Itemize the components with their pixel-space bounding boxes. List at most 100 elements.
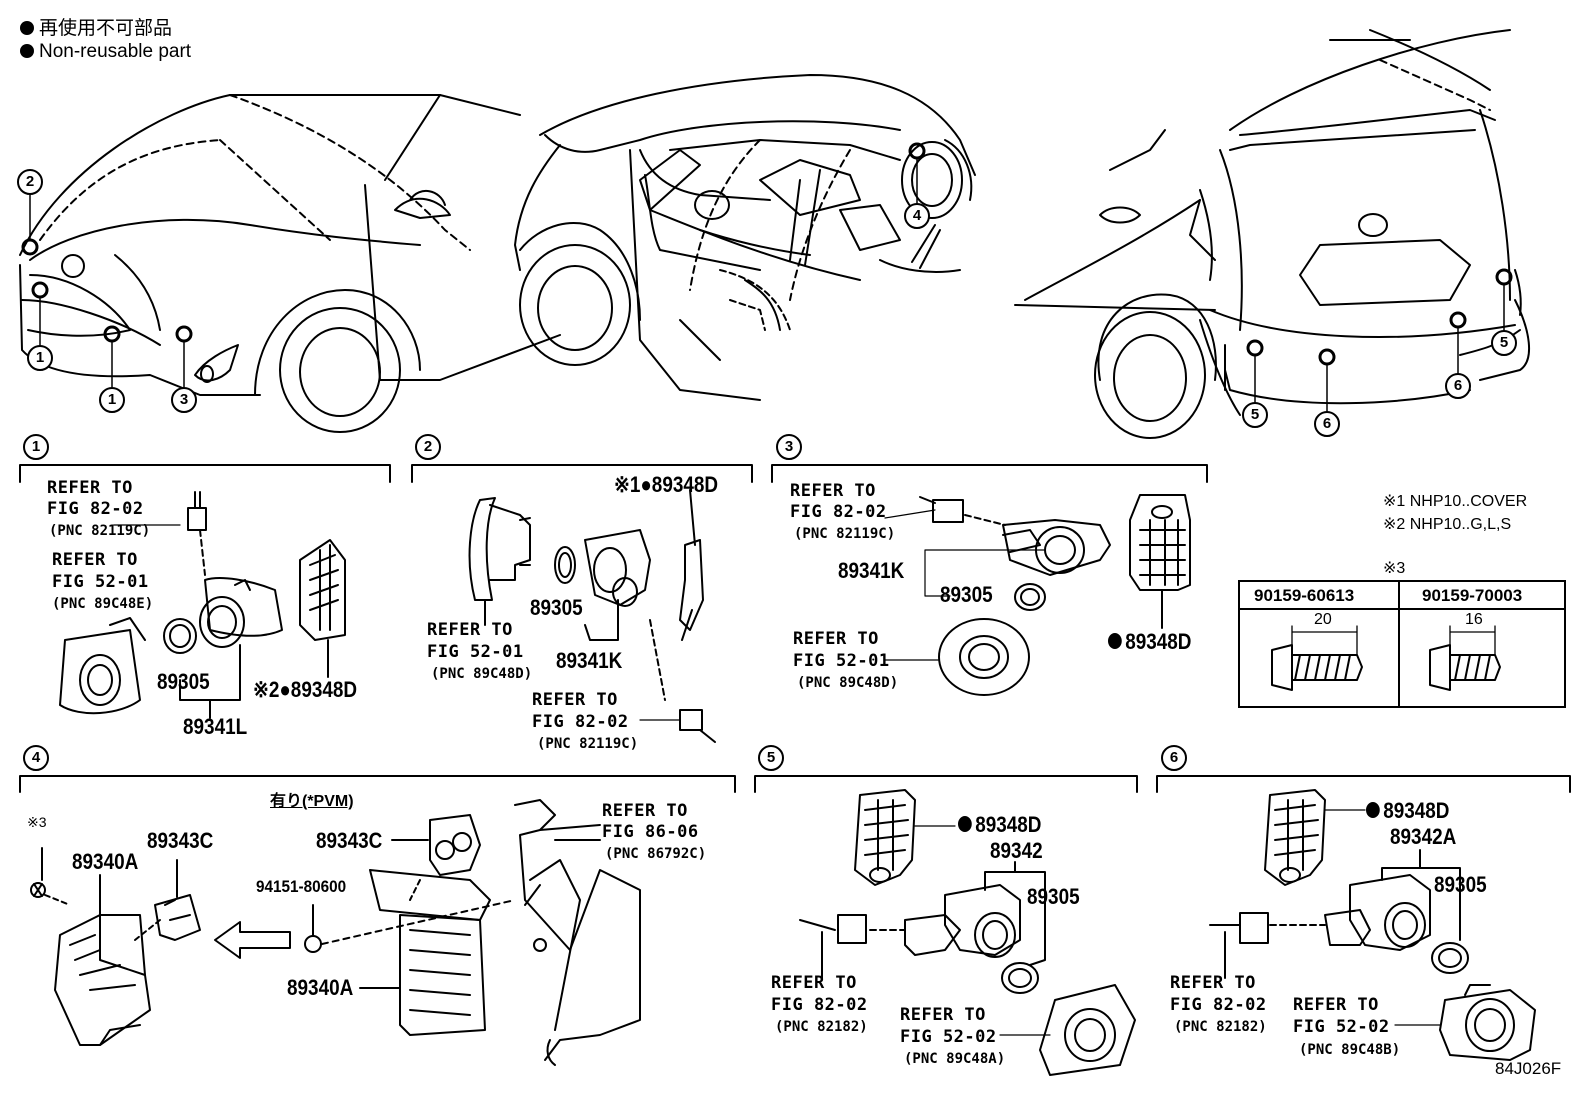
s1-ref-a-line2: FIG 82-02 xyxy=(47,499,144,519)
legend-japanese: 再使用不可部品 xyxy=(20,19,172,38)
location-marker-5: 5 xyxy=(1242,402,1268,428)
filled-dot-icon xyxy=(958,816,972,832)
s1-part-bracket: ※2●89348D xyxy=(253,677,358,702)
s2-ref-a-line2: FIG 52-01 xyxy=(427,642,524,662)
location-marker-2: 2 xyxy=(17,169,43,195)
s3-ref-b-line2: FIG 52-01 xyxy=(793,651,890,671)
s1-ref-b-line2: FIG 52-01 xyxy=(52,572,149,592)
s6-ref-b-line2: FIG 52-02 xyxy=(1293,1017,1390,1037)
s2-part-washer: 89305 xyxy=(530,595,583,620)
section-4-marker: 4 xyxy=(23,745,49,771)
bolt-dim-2: 16 xyxy=(1465,611,1483,628)
bolt-table-header xyxy=(1240,582,1564,610)
s2-part-sensor: 89341K xyxy=(556,648,623,673)
location-marker-6b: 6 xyxy=(1445,373,1471,399)
s2-ref-a-pnc: (PNC 89C48D) xyxy=(431,666,533,682)
s5-part-sensor: 89342 xyxy=(990,838,1043,863)
location-marker-6: 6 xyxy=(1314,411,1340,437)
s5-ref-a-line2: FIG 82-02 xyxy=(771,995,868,1015)
car-rear-illustration xyxy=(1014,29,1531,439)
section5-parts xyxy=(799,789,1136,1076)
section-6-marker: 6 xyxy=(1161,745,1187,771)
s3-ref-a-line1: REFER TO xyxy=(790,481,876,501)
section1-parts xyxy=(59,491,346,719)
section-1-marker: 1 xyxy=(23,434,49,460)
location-marker-3: 3 xyxy=(171,387,197,413)
section-brackets xyxy=(19,464,1571,793)
s6-ref-a-line2: FIG 82-02 xyxy=(1170,995,1267,1015)
s3-part-sensor: 89341K xyxy=(838,558,905,583)
s4-part-ecu-right: 89340A xyxy=(287,975,354,1000)
s3-ref-b-pnc: (PNC 89C48D) xyxy=(797,675,899,691)
s4-ref-a-line1: REFER TO xyxy=(602,801,688,821)
s6-part-sensor: 89342A xyxy=(1390,824,1457,849)
bolt-drawings xyxy=(1271,625,1501,691)
s3-part-bracket: 89348D xyxy=(1108,631,1191,653)
location-marker-4: 4 xyxy=(904,203,930,229)
s4-ref-a-pnc: (PNC 86792C) xyxy=(605,846,707,862)
s4-pvm-label: 有り(*PVM) xyxy=(270,793,354,810)
location-marker-1: 1 xyxy=(27,345,53,371)
s5-ref-a-pnc: (PNC 82182) xyxy=(775,1019,868,1035)
s4-part-connector-left: 89343C xyxy=(147,828,214,853)
filled-dot-icon xyxy=(1108,633,1122,649)
s2-ref-b-line2: FIG 82-02 xyxy=(532,712,629,732)
note-1: ※1 NHP10..COVER xyxy=(1383,493,1528,510)
note-2: ※2 NHP10..G,L,S xyxy=(1383,516,1512,533)
s1-part-washer: 89305 xyxy=(157,669,210,694)
s3-ref-b-line1: REFER TO xyxy=(793,629,879,649)
s2-ref-a-line1: REFER TO xyxy=(427,620,513,640)
s4-part-bolt: 94151-80600 xyxy=(256,877,347,896)
s3-ref-a-pnc: (PNC 82119C) xyxy=(794,526,896,542)
section-3-marker: 3 xyxy=(776,434,802,460)
bolt-table-col2: 90159-70003 xyxy=(1422,586,1523,605)
s5-ref-b-pnc: (PNC 89C48A) xyxy=(904,1051,1006,1067)
section3-parts xyxy=(884,494,1191,696)
location-marker-5b: 5 xyxy=(1491,330,1517,356)
s2-ref-b-pnc: (PNC 82119C) xyxy=(537,736,639,752)
s1-ref-b-line1: REFER TO xyxy=(52,550,138,570)
section4-parts xyxy=(30,799,641,1066)
section-5-marker: 5 xyxy=(758,745,784,771)
s4-ref-a-line2: FIG 86-06 xyxy=(602,822,699,842)
s3-part-washer: 89305 xyxy=(940,582,993,607)
section6-parts xyxy=(1209,789,1536,1061)
figure-code: 84J026F xyxy=(1495,1059,1562,1078)
car-front-illustration xyxy=(19,94,561,433)
s6-ref-b-line1: REFER TO xyxy=(1293,995,1379,1015)
s6-ref-a-pnc: (PNC 82182) xyxy=(1174,1019,1267,1035)
filled-dot-icon xyxy=(20,44,34,58)
section-2-marker: 2 xyxy=(415,434,441,460)
s3-ref-a-line2: FIG 82-02 xyxy=(790,502,887,522)
s6-part-washer: 89305 xyxy=(1434,872,1487,897)
location-marker-1b: 1 xyxy=(99,387,125,413)
bolt-table: 90159-60613 90159-70003 xyxy=(1238,580,1566,708)
s5-ref-b-line2: FIG 52-02 xyxy=(900,1027,997,1047)
s5-part-washer: 89305 xyxy=(1027,884,1080,909)
s4-note-ref: ※3 xyxy=(27,814,47,830)
legend-english: Non-reusable part xyxy=(20,42,191,61)
s5-ref-b-line1: REFER TO xyxy=(900,1005,986,1025)
s1-ref-a-line1: REFER TO xyxy=(47,478,133,498)
s6-part-bracket: 89348D xyxy=(1366,800,1449,822)
filled-dot-icon xyxy=(1366,802,1380,818)
s1-ref-a-pnc: (PNC 82119C) xyxy=(49,523,151,539)
car-interior-illustration xyxy=(514,74,976,401)
section2-parts xyxy=(468,489,716,743)
s5-ref-a-line1: REFER TO xyxy=(771,973,857,993)
s6-ref-a-line1: REFER TO xyxy=(1170,973,1256,993)
s6-ref-b-pnc: (PNC 89C48B) xyxy=(1299,1042,1401,1058)
s5-part-bracket: 89348D xyxy=(958,814,1041,836)
note-3: ※3 xyxy=(1383,560,1406,577)
bolt-table-col1: 90159-60613 xyxy=(1254,586,1355,605)
filled-dot-icon xyxy=(20,21,34,35)
s1-part-sensor: 89341L xyxy=(183,714,248,739)
s4-part-ecu-left: 89340A xyxy=(72,849,139,874)
bolt-dim-1: 20 xyxy=(1314,611,1332,628)
s2-part-clip: ※1●89348D xyxy=(614,472,719,497)
s2-ref-b-line1: REFER TO xyxy=(532,690,618,710)
location-leaders xyxy=(29,157,1505,412)
s4-part-connector-right: 89343C xyxy=(316,828,383,853)
